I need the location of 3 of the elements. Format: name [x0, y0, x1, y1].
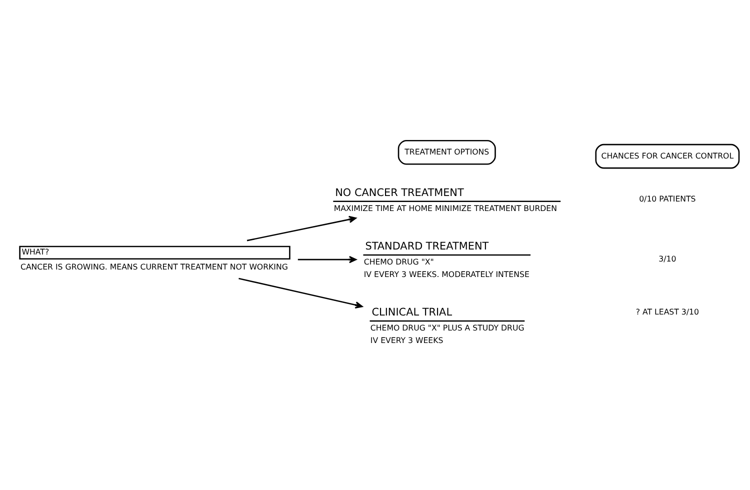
arrow — [238, 277, 363, 308]
arrow — [246, 215, 356, 241]
arrow — [298, 255, 357, 263]
